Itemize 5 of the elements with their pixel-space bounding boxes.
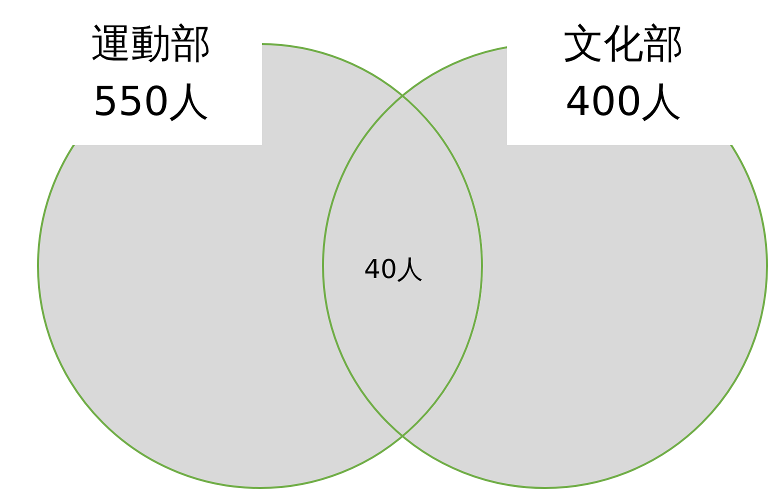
set-name: 文化部 (564, 20, 684, 68)
set-name: 運動部 (91, 20, 211, 68)
overlap-count: 40人 (364, 254, 424, 287)
set-count: 400人 (565, 78, 682, 126)
set-count: 550人 (92, 78, 210, 126)
